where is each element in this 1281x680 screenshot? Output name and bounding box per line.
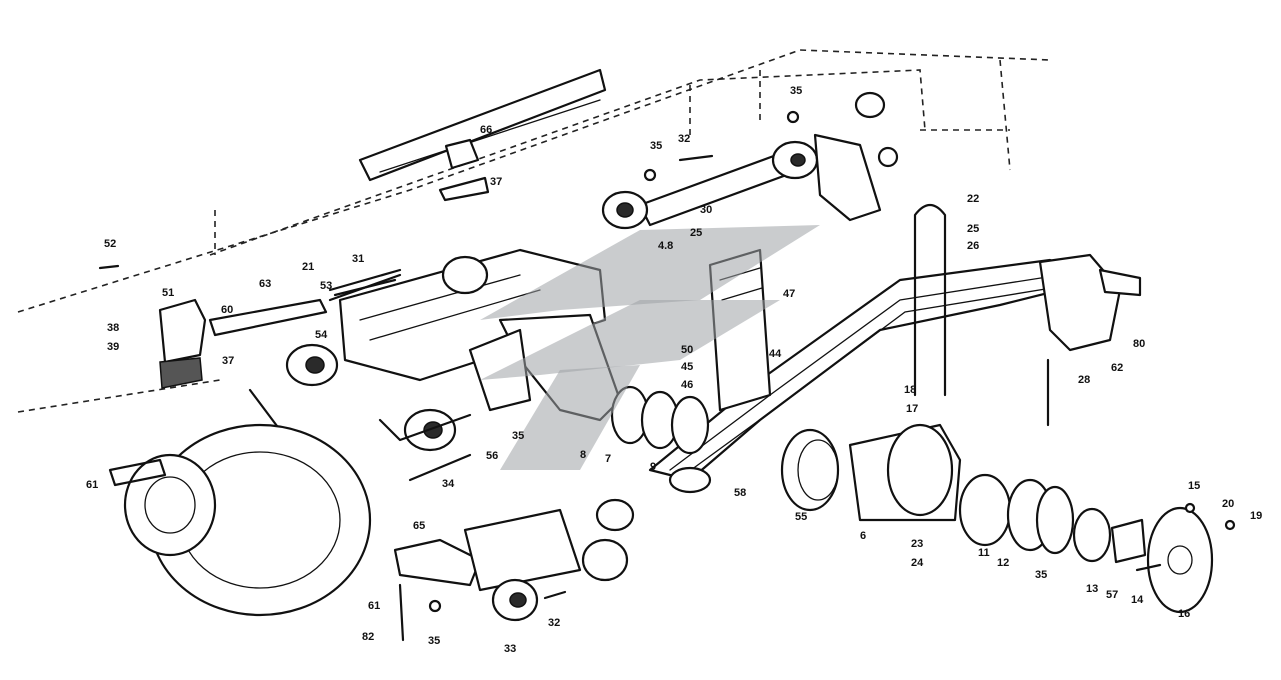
lower-bracket <box>393 498 635 642</box>
part-label-60: 60 <box>221 304 233 316</box>
part-label-58: 58 <box>734 487 746 499</box>
part-label-52: 52 <box>104 238 116 250</box>
part-label-31: 31 <box>352 253 364 265</box>
part-label-54: 54 <box>315 329 328 341</box>
part-label-35: 35 <box>512 430 524 442</box>
part-label-35: 35 <box>428 635 440 647</box>
part-label-35: 35 <box>1035 569 1047 581</box>
part-number-labels: 66 37 35 32 35 30 25 4.8 22 25 26 52 21 31 63 53 51 60 54 3… <box>86 85 1262 655</box>
part-label-15: 15 <box>1188 480 1200 492</box>
part-label-55: 55 <box>795 511 807 523</box>
upper-cross-shaft <box>601 91 899 230</box>
part-label-13: 13 <box>1086 583 1098 595</box>
part-label-25: 25 <box>967 223 979 235</box>
part-label-37: 37 <box>490 176 502 188</box>
bracket-66 <box>438 138 490 202</box>
part-label-32: 32 <box>548 617 560 629</box>
part-label-19: 19 <box>1250 510 1262 522</box>
part-label-63: 63 <box>259 278 271 290</box>
part-label-7: 7 <box>605 453 611 465</box>
part-label-6: 6 <box>860 530 866 542</box>
part-label-8: 8 <box>580 449 586 461</box>
left-hanger <box>158 273 402 472</box>
part-label-25: 25 <box>690 227 702 239</box>
part-label-33: 33 <box>504 643 516 655</box>
hub-housing <box>780 423 1214 614</box>
frame-outline <box>17 49 1051 413</box>
part-label-22: 22 <box>967 193 979 205</box>
part-label-62: 62 <box>1111 362 1123 374</box>
part-label-51: 51 <box>162 287 174 299</box>
part-label-61: 61 <box>86 479 98 491</box>
part-label-4.8: 4.8 <box>658 240 673 252</box>
brake-drum-left <box>108 423 372 617</box>
part-label-21: 21 <box>302 261 314 273</box>
leaf-spring <box>648 253 1142 494</box>
part-label-80: 80 <box>1133 338 1145 350</box>
part-label-56: 56 <box>486 450 498 462</box>
part-label-82: 82 <box>362 631 374 643</box>
part-label-11: 11 <box>978 547 990 559</box>
part-label-28: 28 <box>1078 374 1090 386</box>
part-label-50: 50 <box>681 344 693 356</box>
part-label-24: 24 <box>911 557 924 569</box>
part-label-46: 46 <box>681 379 693 391</box>
part-label-14: 14 <box>1131 594 1144 606</box>
part-label-20: 20 <box>1222 498 1234 510</box>
u-bolt <box>913 203 1050 427</box>
part-label-37: 37 <box>222 355 234 367</box>
part-label-45: 45 <box>681 361 693 373</box>
part-label-32: 32 <box>678 133 690 145</box>
part-label-35: 35 <box>650 140 662 152</box>
part-label-9: 9 <box>650 461 656 473</box>
watermark-logo <box>480 225 820 470</box>
part-label-53: 53 <box>320 280 332 292</box>
part-label-34: 34 <box>442 478 455 490</box>
part-label-16: 16 <box>1178 608 1190 620</box>
part-label-39: 39 <box>107 341 119 353</box>
part-label-66: 66 <box>480 124 492 136</box>
part-label-26: 26 <box>967 240 979 252</box>
part-label-47: 47 <box>783 288 795 300</box>
part-label-30: 30 <box>700 204 712 216</box>
part-label-65: 65 <box>413 520 425 532</box>
part-label-23: 23 <box>911 538 923 550</box>
part-label-57: 57 <box>1106 589 1118 601</box>
part-label-35: 35 <box>790 85 802 97</box>
part-label-17: 17 <box>906 403 918 415</box>
part-label-12: 12 <box>997 557 1009 569</box>
part-label-44: 44 <box>769 348 782 360</box>
part-label-18: 18 <box>904 384 916 396</box>
small-bolts <box>98 110 1236 613</box>
part-label-61: 61 <box>368 600 380 612</box>
part-label-38: 38 <box>107 322 119 334</box>
